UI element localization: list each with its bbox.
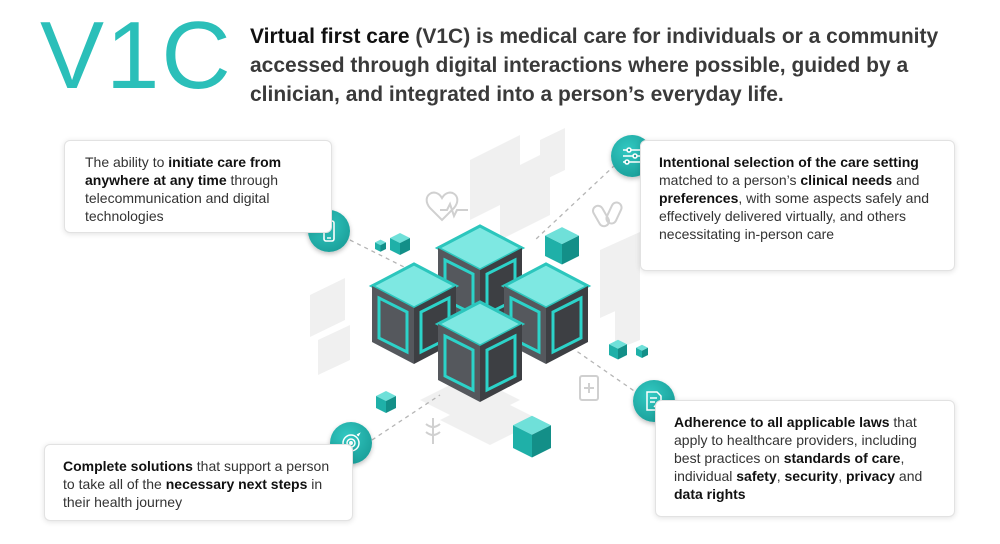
card-text: matched to a person’s xyxy=(659,172,801,188)
card-highlight: initiate care from anywhere at any time xyxy=(85,154,282,188)
card-text: that apply to healthcare providers, incl… xyxy=(674,414,917,466)
card-highlight: clinical needs xyxy=(800,172,893,188)
faint-icons xyxy=(425,191,623,444)
card-text: through telecommunication and digital te… xyxy=(85,172,278,224)
card-complete-solutions: Complete solutions that support a person… xyxy=(44,444,353,521)
card-highlight: Adherence to all applicable laws xyxy=(674,414,890,430)
intro-definition: Virtual first care (V1C) is medical care… xyxy=(250,22,970,109)
card-text: , with some aspects safely and effective… xyxy=(659,190,930,242)
card-text: , individual xyxy=(674,450,905,484)
card-highlight: Complete solutions xyxy=(63,458,193,474)
card-text: and xyxy=(895,468,923,484)
card-initiate-care: The ability to initiate care from anywhe… xyxy=(64,140,332,233)
card-highlight: data rights xyxy=(674,486,746,502)
card-adherence-laws: Adherence to all applicable laws that ap… xyxy=(655,400,955,517)
card-text: , xyxy=(838,468,846,484)
card-text: The ability to xyxy=(85,154,169,170)
card-text: that support a person to take all of the xyxy=(63,458,330,492)
intro-term: Virtual first care xyxy=(250,25,410,48)
card-text: , xyxy=(776,468,785,484)
intro-text: (V1C) is medical care for individuals or… xyxy=(250,25,939,106)
card-text: and xyxy=(892,172,920,188)
card-care-setting: Intentional selection of the care settin… xyxy=(640,140,955,271)
card-highlight: security xyxy=(784,468,839,484)
card-highlight: Intentional selection of the care settin… xyxy=(659,154,919,170)
card-highlight: standards of care xyxy=(783,450,901,466)
v1c-logo: V1C xyxy=(40,2,233,109)
card-highlight: preferences xyxy=(659,190,739,206)
card-highlight: necessary next steps xyxy=(165,476,308,492)
card-text: in their health journey xyxy=(63,476,323,510)
card-highlight: privacy xyxy=(846,468,896,484)
small-teal-cubes xyxy=(375,227,648,458)
card-highlight: safety xyxy=(736,468,777,484)
